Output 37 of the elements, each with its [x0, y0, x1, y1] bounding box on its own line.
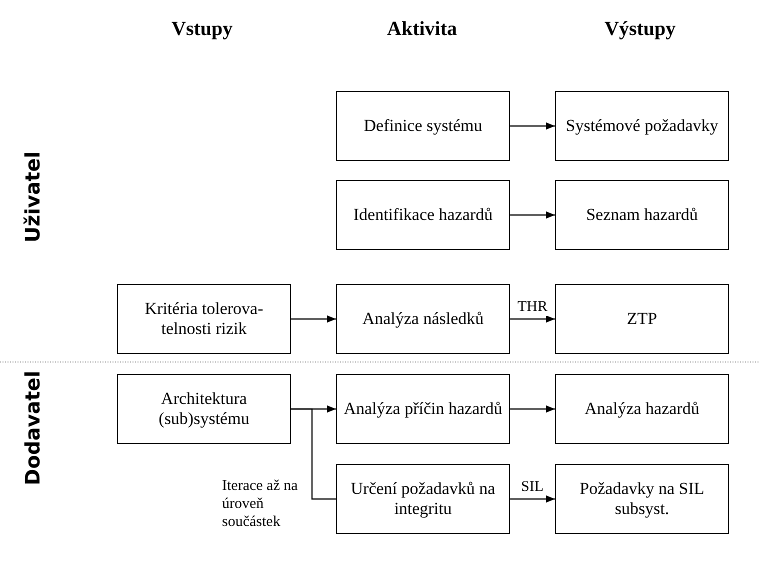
arrow — [510, 122, 555, 130]
arrow — [291, 315, 336, 323]
box-text: ZTP — [626, 308, 658, 330]
box-text: Analýza hazardů — [584, 398, 700, 420]
edge-label: THR — [516, 299, 548, 316]
process-box — [336, 374, 510, 444]
box-text: Analýza příčin hazardů — [344, 398, 502, 420]
arrow — [510, 315, 555, 323]
box-text: Definice systému — [364, 116, 482, 136]
column-heading: Aktivita — [387, 18, 457, 41]
column-heading: Výstupy — [604, 18, 676, 41]
process-box — [555, 180, 729, 250]
process-box — [555, 91, 729, 161]
row-heading: Dodavatel — [22, 370, 42, 486]
box-text: Identifikace hazardů — [353, 204, 493, 226]
arrow — [510, 211, 555, 219]
box-text: Systémové požadavky — [566, 116, 718, 136]
process-box — [336, 91, 510, 161]
process-box — [555, 374, 729, 444]
row-heading: Uživatel — [22, 151, 42, 243]
process-box — [555, 284, 729, 354]
column-heading: Vstupy — [172, 18, 233, 41]
process-box — [555, 464, 729, 534]
box-text: Analýza následků — [362, 308, 484, 330]
box-text: Určení požadavků na integritu — [350, 478, 496, 520]
note-text: Iterace až na úroveň součástek — [222, 477, 299, 531]
box-text: Seznam hazardů — [586, 204, 698, 226]
arrow — [510, 495, 555, 503]
box-text: Kritéria tolerova- telnosti rizik — [144, 298, 264, 340]
process-box — [336, 180, 510, 250]
arrow — [510, 405, 555, 413]
box-text: Architektura (sub)systému — [158, 388, 250, 430]
process-box — [336, 284, 510, 354]
process-box — [336, 464, 510, 534]
process-box — [117, 284, 291, 354]
box-text: Požadavky na SIL subsyst. — [578, 478, 706, 520]
process-box — [117, 374, 291, 444]
